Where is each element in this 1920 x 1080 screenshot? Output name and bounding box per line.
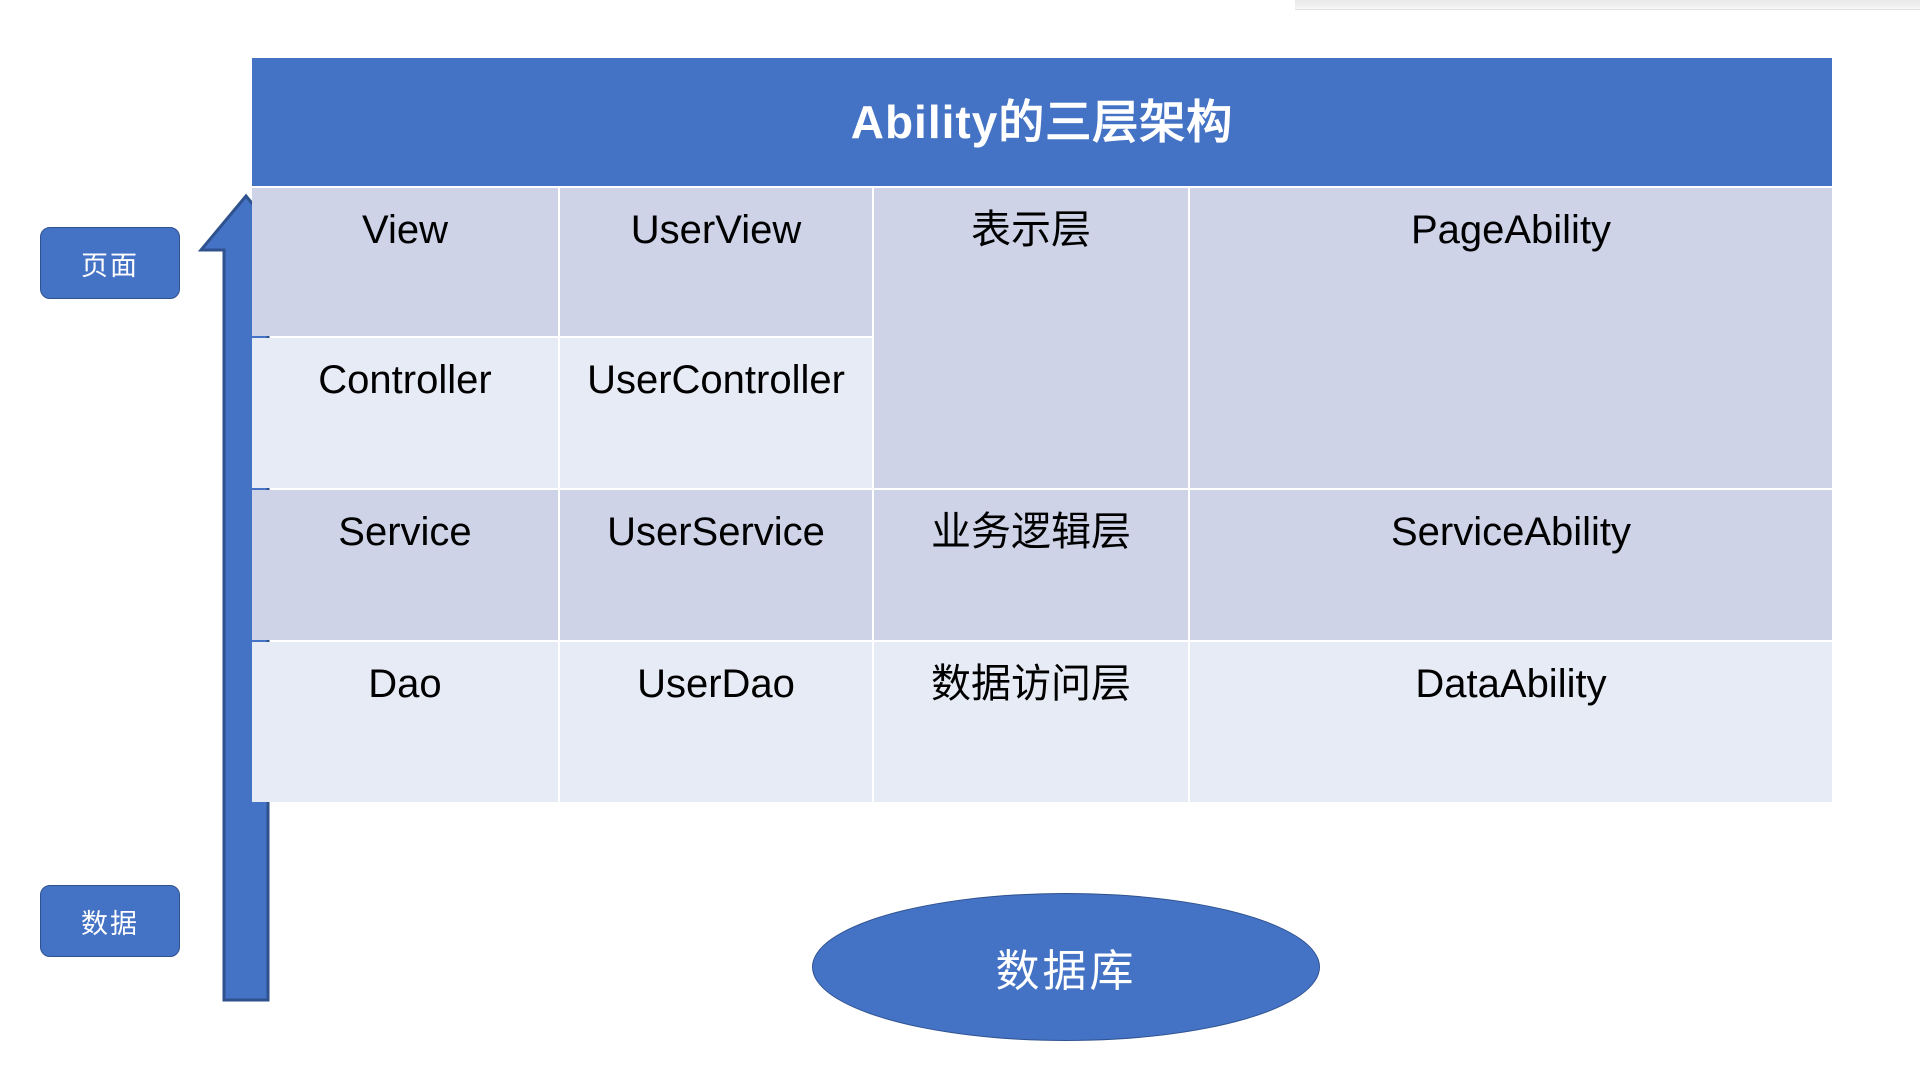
side-tag-page: 页面 (40, 227, 180, 299)
side-tag-data: 数据 (40, 885, 180, 957)
table-cell-text: ServiceAbility (1390, 510, 1632, 554)
table-cell-text: PageAbility (1410, 208, 1612, 252)
table-cell-text: UserDao (637, 662, 795, 706)
table-cell-layer-name: 数据访问层 (874, 642, 1188, 802)
table-row: Service UserService 业务逻辑层 ServiceAbility (252, 490, 1832, 640)
side-tag-data-label: 数据 (81, 908, 139, 939)
architecture-table: Ability的三层架构 View UserView 表示层 PageAbili… (250, 56, 1834, 804)
table-cell-layer-class: View (252, 188, 558, 336)
table-cell-text: UserView (630, 208, 802, 252)
table-cell-example-class: UserService (560, 490, 872, 640)
table-cell-layer-name: 表示层 (874, 188, 1188, 488)
table-cell-text: DataAbility (1415, 662, 1607, 706)
table-cell-text: View (362, 208, 448, 252)
table-cell-layer-class: Controller (252, 338, 558, 488)
table-row: Controller UserController (252, 338, 1832, 488)
top-cutoff-strip (1295, 0, 1920, 10)
side-tag-page-label: 页面 (81, 250, 139, 281)
table-cell-text: Service (338, 510, 472, 554)
table-cell-layer-class: Service (252, 490, 558, 640)
table-cell-example-class: UserController (560, 338, 872, 488)
table-cell-layer-class: Dao (252, 642, 558, 802)
table-cell-example-class: UserView (560, 188, 872, 336)
table-cell-ability-type: PageAbility (1190, 188, 1832, 488)
diagram-title: Ability的三层架构 (252, 58, 1832, 186)
table-row: View UserView 表示层 PageAbility (252, 188, 1832, 488)
table-row: Dao UserDao 数据访问层 DataAbility (252, 642, 1832, 802)
table-cell-text: Dao (368, 662, 442, 706)
table-cell-example-class: UserDao (560, 642, 872, 802)
table-cell-text: 业务逻辑层 (931, 510, 1131, 554)
table-row-title: Ability的三层架构 (252, 58, 1832, 186)
table-cell-text: UserService (607, 510, 825, 554)
table-cell-text: 表示层 (971, 208, 1091, 252)
table-cell-ability-type: DataAbility (1190, 642, 1832, 802)
table-cell-layer-name: 业务逻辑层 (874, 490, 1188, 640)
table-cell-text: UserController (587, 358, 845, 402)
database-node-label: 数据库 (995, 947, 1137, 996)
table-cell-text: Controller (318, 358, 492, 402)
table-cell-ability-type: ServiceAbility (1190, 490, 1832, 640)
table-cell-text: 数据访问层 (931, 662, 1131, 706)
database-node: 数据库 (812, 893, 1320, 1041)
